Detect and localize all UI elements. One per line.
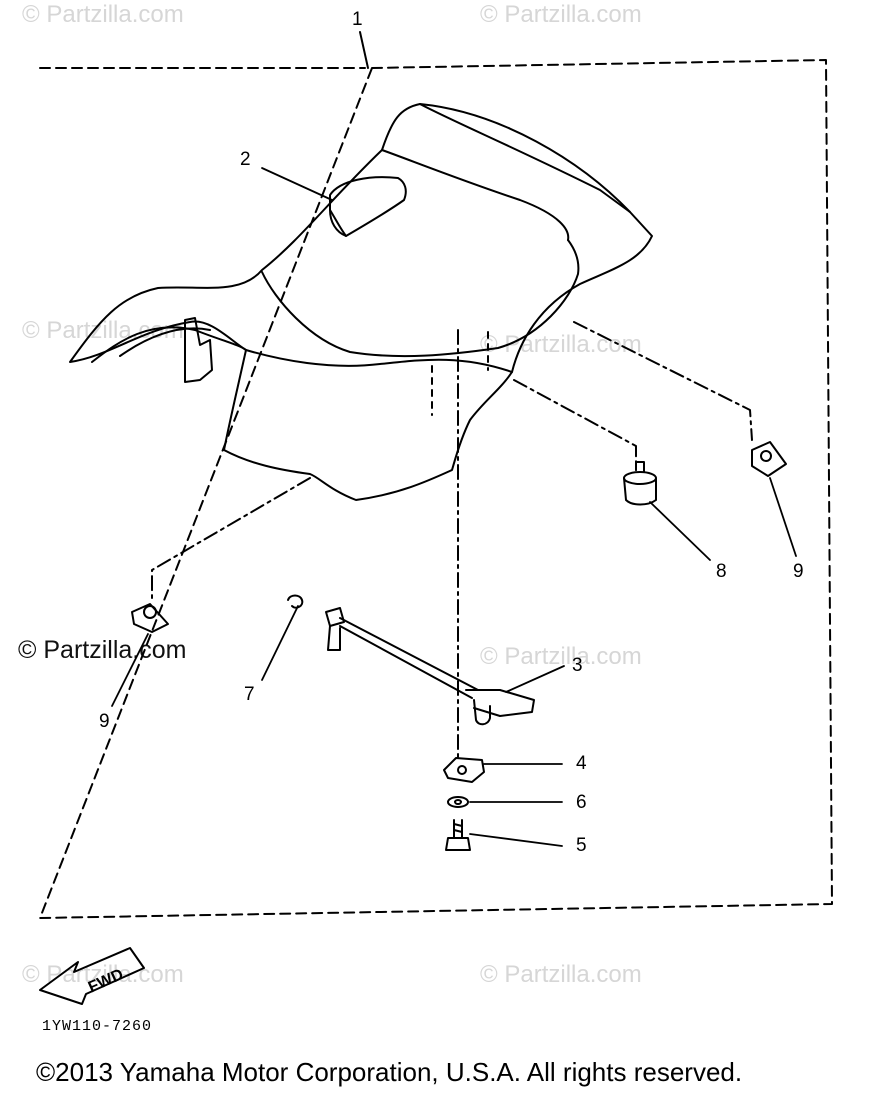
bracket-4 (443, 757, 485, 783)
seat-front-inner (119, 327, 211, 357)
pin-7 (287, 594, 304, 609)
leader-2 (261, 167, 333, 201)
leader-1 (359, 31, 369, 69)
bolt-5-shank (453, 819, 463, 839)
leader-7 (261, 605, 299, 681)
seat-hump-cut (329, 209, 347, 237)
watermark-lower-right: © Partzilla.com (480, 643, 642, 670)
callout-1: 1 (352, 9, 363, 30)
damper-8-top (623, 471, 657, 485)
bracket-4-hole (457, 765, 467, 775)
bolt-5-head (445, 837, 471, 851)
leader-3 (505, 665, 565, 693)
damper-8-stud (635, 461, 645, 473)
leader-9-left (111, 633, 149, 707)
diagram-code: 1YW110-7260 (42, 1018, 153, 1035)
seat-ridge (381, 149, 570, 241)
leader-8 (649, 501, 711, 561)
rod-3-shaft (339, 617, 479, 699)
assembly-boundary (39, 59, 833, 919)
callout-3: 3 (572, 655, 583, 676)
rod-3-left-hook (327, 625, 341, 651)
watermark-bottom-right: © Partzilla.com (480, 961, 642, 988)
callout-8: 8 (716, 561, 727, 582)
seat-hump (329, 176, 407, 237)
callout-7: 7 (244, 684, 255, 705)
callout-6: 6 (576, 792, 587, 813)
seat-bracket (184, 317, 213, 383)
leader-9-right (769, 477, 797, 557)
clip-9-right-stud (760, 450, 772, 462)
callout-9-right: 9 (793, 561, 804, 582)
callout-2: 2 (240, 149, 251, 170)
leader-5 (469, 833, 563, 847)
rod-3-knob (473, 699, 491, 726)
rod-3-left-end (325, 607, 345, 627)
ref-line-8 (513, 379, 637, 471)
fwd-arrow (39, 947, 145, 1005)
washer-6-hole (454, 799, 462, 805)
clip-9-left (131, 603, 169, 633)
seat-top-line (261, 239, 580, 358)
rod-3-lever (465, 689, 535, 717)
callout-4: 4 (576, 753, 587, 774)
damper-8-body (623, 477, 657, 506)
callout-5: 5 (576, 835, 587, 856)
ref-line-left-9 (151, 477, 311, 599)
callout-9-left: 9 (99, 711, 110, 732)
clip-9-left-stud (143, 605, 157, 619)
watermark-top-left: © Partzilla.com (22, 1, 184, 28)
bolt-5-threads (453, 823, 463, 833)
ref-line-right-9 (573, 321, 753, 441)
watermark-top-right: © Partzilla.com (480, 1, 642, 28)
seat-ridge-2 (419, 103, 631, 213)
copyright-notice: ©2013 Yamaha Motor Corporation, U.S.A. A… (36, 1057, 743, 1087)
seat-rear-lower (245, 349, 513, 373)
washer-6 (447, 796, 469, 808)
clip-9-right (751, 441, 787, 477)
seat-outline (69, 103, 653, 501)
watermark-strong-left: © Partzilla.com (18, 636, 187, 664)
fwd-label: FWD (86, 966, 126, 996)
